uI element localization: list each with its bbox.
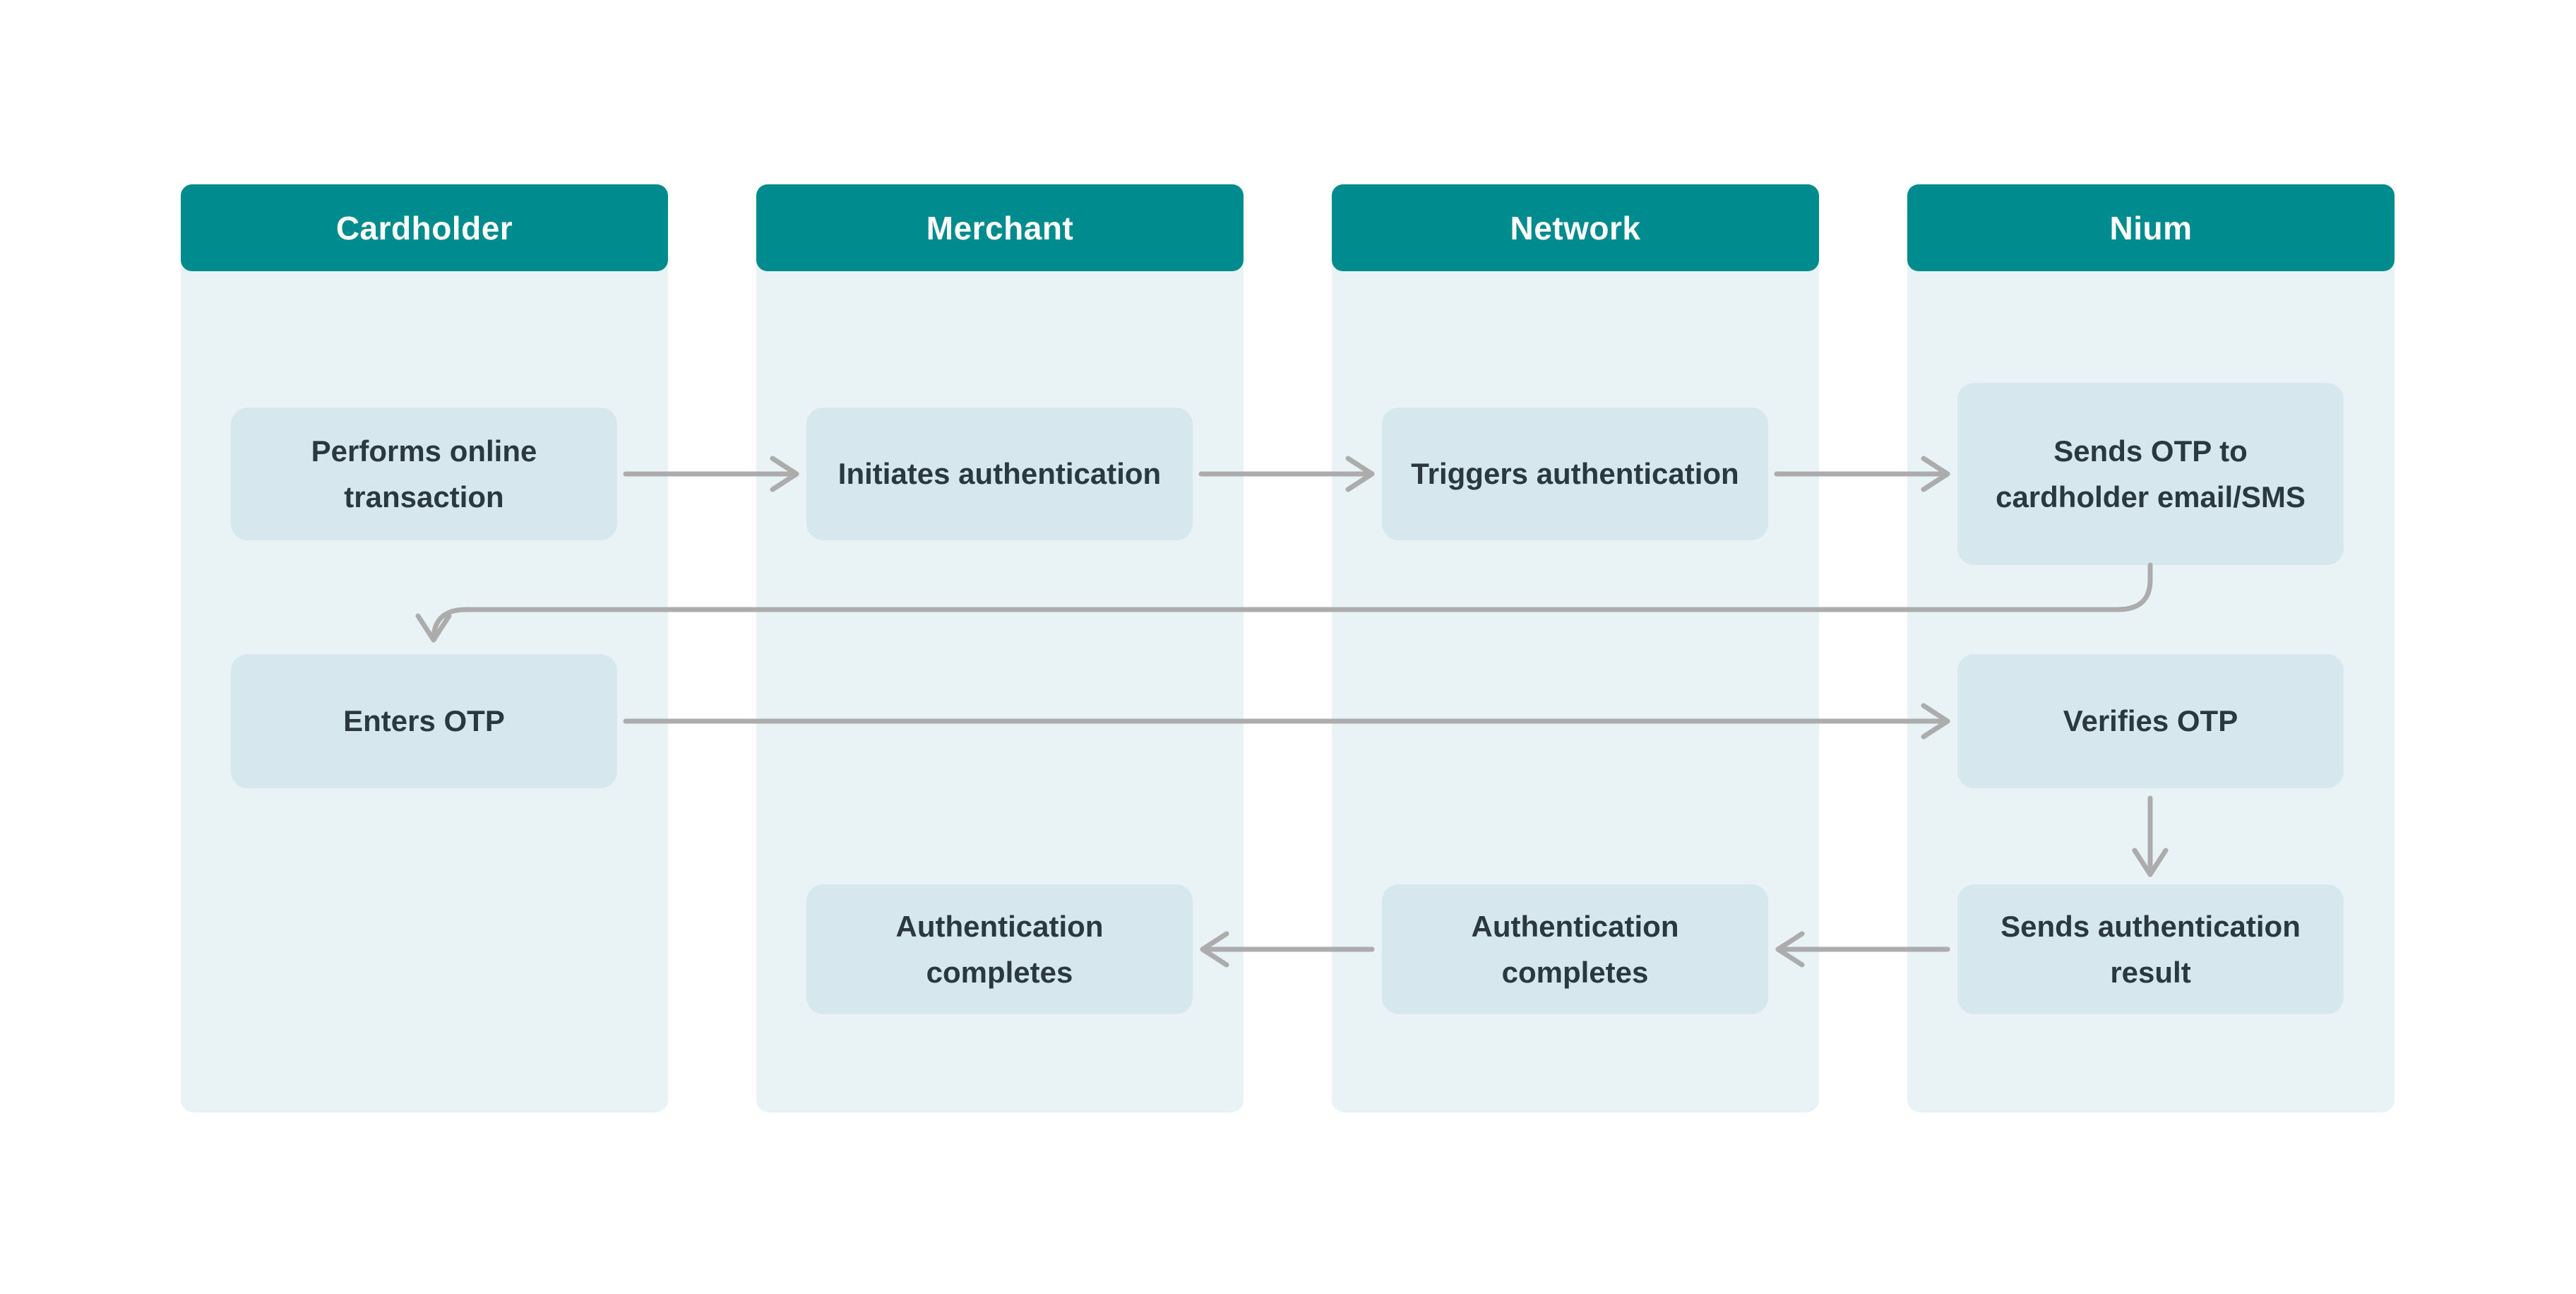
flow-box-sends-otp-to-cardholder: Sends OTP to cardholder email/SMS	[1957, 383, 2344, 565]
arrow-sends-otp-to-enters-otp	[415, 562, 2153, 643]
flow-box-sends-authentication-result: Sends authentication result	[1957, 884, 2344, 1014]
flow-box-authentication-completes-merchant: Authentication completes	[806, 884, 1193, 1014]
flow-box-label: Sends OTP to cardholder email/SMS	[1996, 434, 2306, 514]
flow-box-initiates-authentication: Initiates authentication	[806, 408, 1193, 540]
flow-box-performs-online-transaction: Performs online transaction	[231, 408, 617, 540]
flow-box-label: Verifies OTP	[2063, 704, 2238, 738]
lane-header-merchant: Merchant	[756, 184, 1244, 271]
lane-header-nium: Nium	[1907, 184, 2395, 271]
flow-box-label: Authentication completes	[895, 909, 1104, 989]
flow-box-label: Triggers authentication	[1411, 457, 1739, 491]
flow-box-label: Performs online transaction	[311, 434, 537, 514]
flow-box-label: Sends authentication result	[2000, 909, 2301, 989]
lane-title-nium: Nium	[2109, 209, 2193, 247]
lane-title-merchant: Merchant	[926, 209, 1074, 247]
flow-box-label: Enters OTP	[343, 704, 505, 738]
flow-box-verifies-otp: Verifies OTP	[1957, 654, 2344, 788]
flow-box-authentication-completes-network: Authentication completes	[1382, 884, 1768, 1014]
lane-header-cardholder: Cardholder	[181, 184, 668, 271]
lane-title-network: Network	[1510, 209, 1641, 247]
lane-header-network: Network	[1332, 184, 1819, 271]
lane-merchant: Merchant Initiates authentication Authen…	[756, 184, 1244, 1112]
lane-title-cardholder: Cardholder	[335, 209, 513, 247]
lane-nium: Nium Sends OTP to cardholder email/SMS V…	[1907, 184, 2395, 1112]
lane-network: Network Triggers authentication Authenti…	[1332, 184, 1819, 1112]
lane-cardholder: Cardholder Performs online transaction E…	[181, 184, 668, 1112]
flow-box-label: Initiates authentication	[837, 457, 1162, 491]
flow-box-enters-otp: Enters OTP	[231, 654, 617, 788]
flow-box-label: Authentication completes	[1471, 909, 1679, 989]
flow-box-triggers-authentication: Triggers authentication	[1382, 408, 1768, 540]
